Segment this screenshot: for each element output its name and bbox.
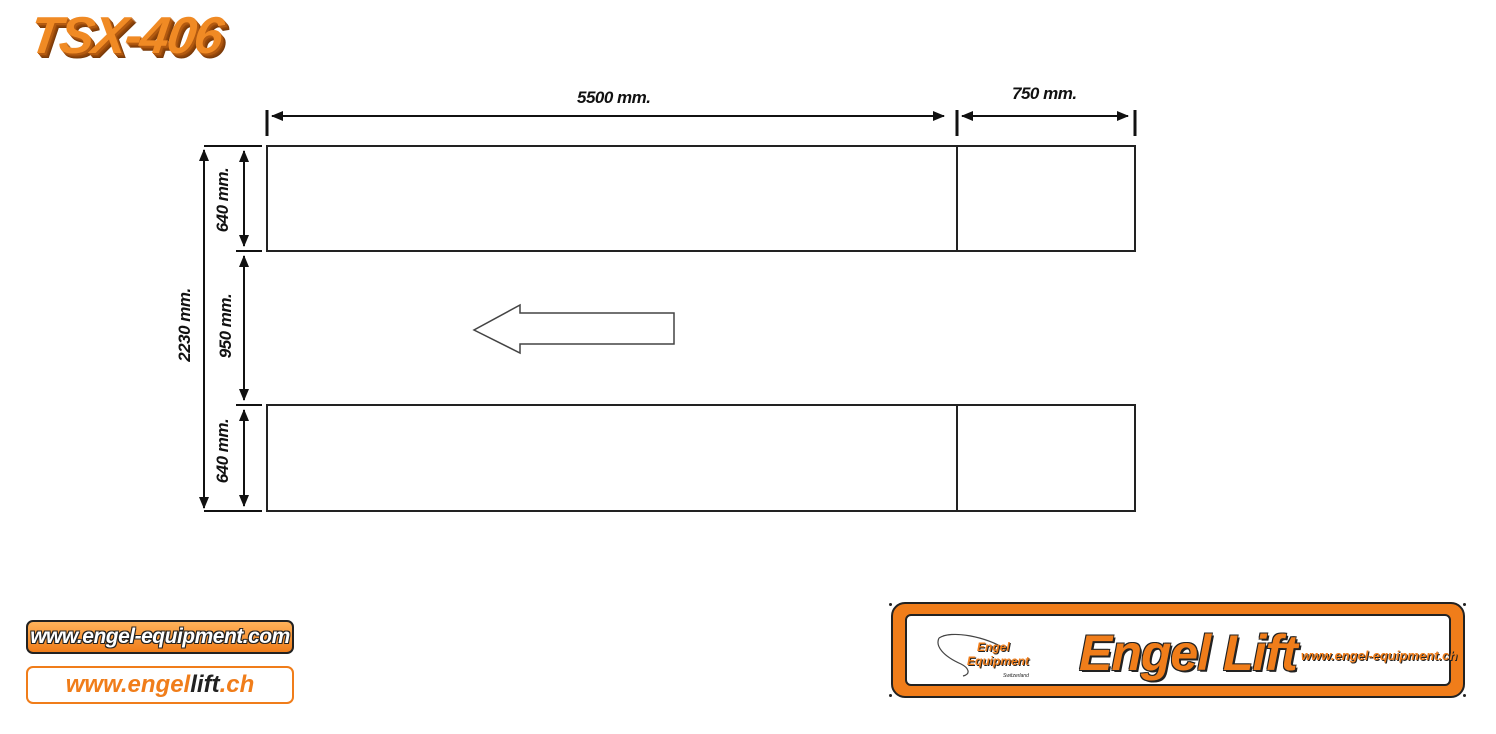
brand-name: Engel Lift <box>1079 625 1298 681</box>
website-badge-engellift[interactable]: www.engellift.ch <box>26 666 294 704</box>
website-badge-engel-equipment[interactable]: www.engel-equipment.com <box>26 620 294 654</box>
top-runway <box>266 145 1136 252</box>
engel-lift-banner: Engel Equipment Switzerland Engel Lift w… <box>891 602 1465 698</box>
logo-swoosh-icon <box>937 633 1008 677</box>
gap-label: 950 mm. <box>216 293 235 359</box>
total-width-label: 2230 mm. <box>175 288 194 362</box>
engel-equipment-logo-text: Engel Equipment <box>967 640 1029 668</box>
logo-country: Switzerland <box>1003 673 1029 679</box>
website-url: www.engel-equipment.com <box>30 625 290 648</box>
website-url-engellift: www.engellift.ch <box>65 671 255 698</box>
bottom-runway <box>266 404 1136 512</box>
top-ramp-width-label: 640 mm. <box>213 167 232 233</box>
banner-url: www.engel-equipment.ch <box>1301 648 1458 663</box>
length-label: 5500 mm. <box>577 88 651 107</box>
extension-label: 750 mm. <box>1012 84 1077 103</box>
arrow-left-icon <box>472 303 675 355</box>
bottom-ramp-width-label: 640 mm. <box>213 418 232 484</box>
